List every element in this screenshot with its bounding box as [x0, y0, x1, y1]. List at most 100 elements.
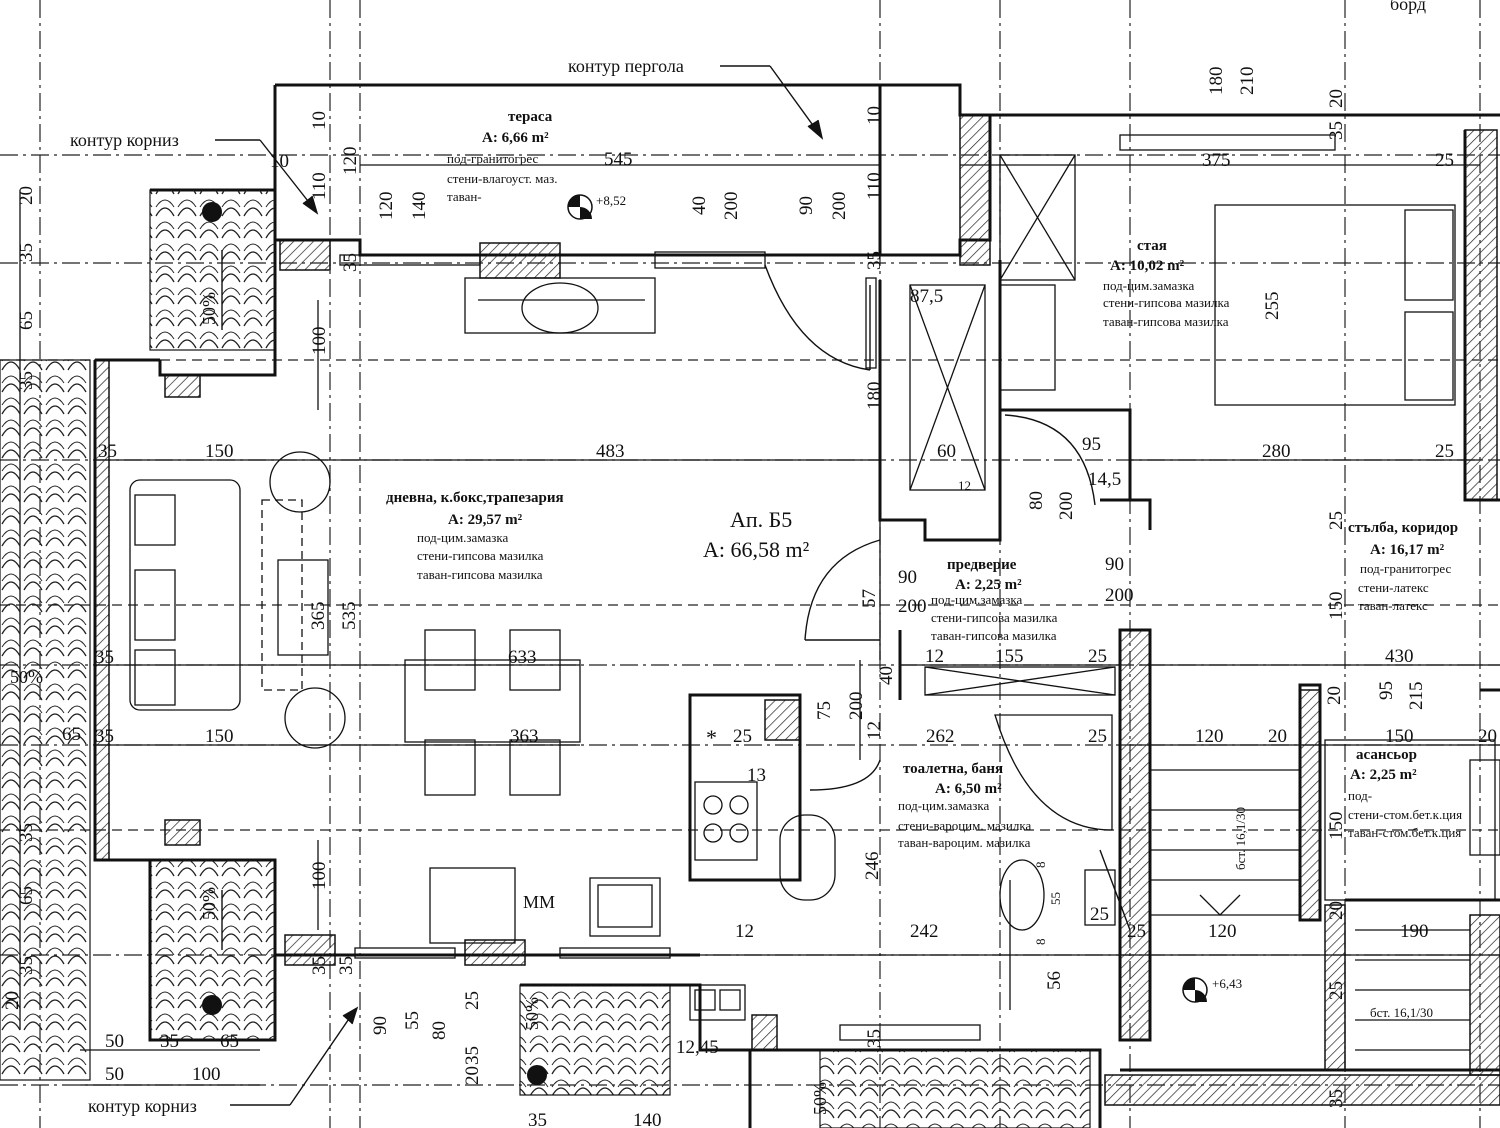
room-area: A: 6,50 m² — [935, 781, 1002, 797]
dim-text: 14,5 — [1088, 469, 1121, 490]
dim-text: 140 — [409, 192, 430, 221]
room-name: стая — [1137, 238, 1167, 254]
room-area: A: 2,25 m² — [955, 577, 1022, 593]
dim-text: 545 — [604, 149, 633, 170]
dim-text: 80 — [429, 1021, 450, 1040]
dim-text: 180 — [864, 382, 885, 411]
dim-text: 120 — [1208, 921, 1237, 942]
stairs-label: бст. 16,1/30 — [1370, 1005, 1433, 1020]
dim-text: 65 — [16, 311, 37, 330]
dim-text: 242 — [910, 921, 939, 942]
dim-text: 25 — [1326, 981, 1347, 1000]
star-mark: * — [706, 725, 717, 750]
dim-text: 20 — [16, 186, 37, 205]
dim-text: 200 — [829, 192, 850, 221]
dim-text: 25 — [1088, 726, 1107, 747]
stairs-label: бст. 16,1/30 — [1233, 807, 1248, 870]
dim-text: 150 — [1326, 812, 1347, 841]
dim-text: 280 — [1262, 441, 1291, 462]
dim-text: 56 — [1044, 971, 1065, 990]
room-finish: таван-вароцим. мазилка — [898, 835, 1031, 850]
bord-label: борд — [1390, 0, 1426, 14]
dim-text: 20 — [1324, 686, 1345, 705]
room-terrace: тераса A: 6,66 m² под-гранитогрес стени-… — [447, 109, 557, 204]
room-finish: стени-гипсова мазилка — [1103, 295, 1230, 310]
dim-text: 246 — [862, 852, 883, 881]
room-bedroom: стая A: 10,02 m² под-цим.замазка стени-г… — [1103, 238, 1230, 329]
room-finish: стени-гипсова мазилка — [931, 610, 1058, 625]
dimension-texts: 483 150 35 545 375 25 280 25 87,5 60 95 … — [95, 149, 1497, 1128]
dim-text: 95 — [1376, 681, 1397, 700]
dim-text: 80 — [1026, 491, 1047, 510]
dim-text: 363 — [510, 726, 539, 747]
room-finish: таван-стом.бет.к.ция — [1348, 825, 1461, 840]
room-finish: таван-латекс — [1358, 598, 1428, 613]
slope-label: 50% — [199, 292, 219, 325]
dim-text: 50 — [105, 1031, 124, 1052]
dim-text: 35 — [95, 726, 114, 747]
dim-text: 75 — [814, 701, 835, 720]
dim-text: 90 — [1105, 554, 1124, 575]
dim-text: 20 — [462, 1066, 483, 1085]
dim-text: 210 — [1237, 67, 1258, 96]
room-area: A: 2,25 m² — [1350, 767, 1417, 783]
dim-text: 13 — [747, 765, 766, 786]
dim-text: 35 — [864, 251, 885, 270]
dim-text: 35 — [98, 441, 117, 462]
level-stairs: +6,43 — [1212, 976, 1242, 991]
apartment-name: Ап. Б5 — [730, 507, 792, 532]
dim-text: 200 — [846, 692, 867, 721]
dim-text: 365 — [308, 602, 329, 631]
dim-text: 35 — [336, 956, 357, 975]
dim-text: 633 — [508, 647, 537, 668]
room-stairs: стълба, коридор A: 16,17 m² под-гранитог… — [1348, 520, 1458, 613]
room-area: A: 6,66 m² — [482, 130, 549, 146]
room-area: A: 10,02 m² — [1110, 258, 1185, 274]
room-elevator: асансьор A: 2,25 m² под- стени-стом.бет.… — [1348, 747, 1462, 840]
dim-text: 60 — [937, 441, 956, 462]
dim-text: 35 — [340, 253, 361, 272]
dim-text: 12 — [735, 921, 754, 942]
dim-text: 20 — [1326, 901, 1347, 920]
dim-text: 20 — [1326, 89, 1347, 108]
slope-label: 50% — [522, 997, 542, 1030]
room-finish: стени-влагоуст. маз. — [447, 171, 557, 186]
dim-text: 120 — [376, 192, 397, 221]
dim-text: 10 — [864, 106, 885, 125]
dim-text: 35 — [16, 823, 37, 842]
room-name: предверие — [947, 557, 1017, 573]
dim-text: 10 — [270, 151, 289, 172]
dim-text: 150 — [205, 726, 234, 747]
room-finish: под-цим.замазка — [898, 798, 989, 813]
dim-text: 430 — [1385, 646, 1414, 667]
dim-text: 150 — [205, 441, 234, 462]
cornice-label-top: контур корниз — [70, 130, 179, 150]
dim-text: 8 — [1033, 939, 1048, 946]
room-finish: под- — [1348, 788, 1372, 803]
windows — [339, 134, 1336, 1041]
dim-text: 100 — [309, 327, 330, 356]
room-living: дневна, к.бокс,трапезария A: 29,57 m² по… — [386, 490, 564, 582]
dim-text: 35 — [16, 243, 37, 262]
slope-label: 50% — [199, 887, 219, 920]
room-finish: под-цим.замазка — [417, 530, 508, 545]
annotations: контур пергола контур корниз контур корн… — [10, 0, 1433, 1116]
room-finish: стени-латекс — [1358, 580, 1429, 595]
cornice-label-bottom: контур корниз — [88, 1096, 197, 1116]
dim-text: 180 — [1206, 67, 1227, 96]
dim-text: 35 — [864, 1029, 885, 1048]
room-finish: стени-гипсова мазилка — [417, 548, 544, 563]
dim-text: 35 — [16, 371, 37, 390]
room-finish: таван-гипсова мазилка — [931, 628, 1057, 643]
dim-text: 25 — [1088, 646, 1107, 667]
mm-label: ММ — [523, 892, 555, 912]
apartment-area: A: 66,58 m² — [703, 537, 810, 562]
dim-text: 120 — [340, 147, 361, 176]
dim-text: 100 — [192, 1064, 221, 1085]
dim-text: 25 — [1090, 904, 1109, 925]
dim-text: 8 — [1033, 862, 1048, 869]
dim-text: 200 — [1056, 492, 1077, 521]
dim-text: 87,5 — [910, 286, 943, 307]
dim-text: 90 — [370, 1016, 391, 1035]
